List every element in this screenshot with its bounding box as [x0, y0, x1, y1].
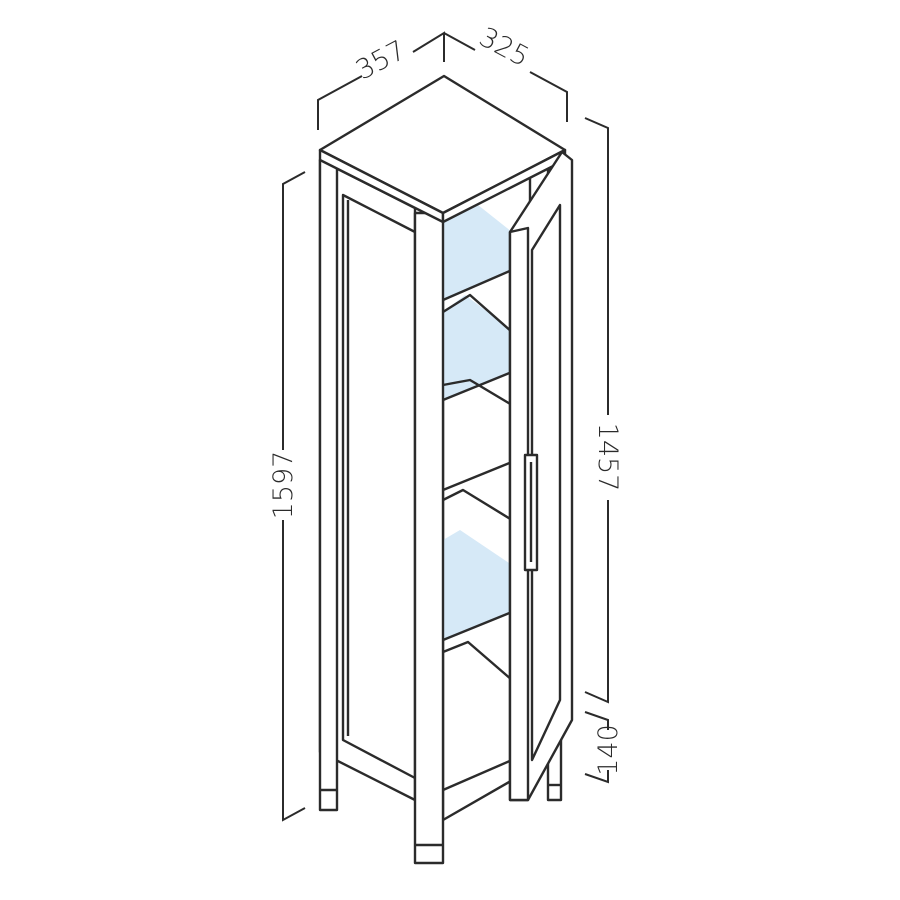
glass-panel-bottom	[443, 530, 512, 640]
cabinet-interior	[441, 168, 532, 822]
front-corner-leg	[413, 211, 445, 865]
cabinet-top	[318, 74, 567, 224]
width-label: 357	[351, 35, 411, 87]
cabinet-left-side	[318, 158, 445, 865]
total-height-label: 1597	[268, 451, 299, 520]
body-height-label: 1457	[592, 423, 623, 492]
leg-height-label: 140	[593, 724, 624, 776]
dimension-lines	[282, 31, 609, 822]
left-back-leg	[318, 158, 339, 812]
glass-panel-middle	[443, 295, 512, 400]
depth-label: 325	[474, 22, 534, 74]
cabinet-door[interactable]	[508, 150, 574, 802]
